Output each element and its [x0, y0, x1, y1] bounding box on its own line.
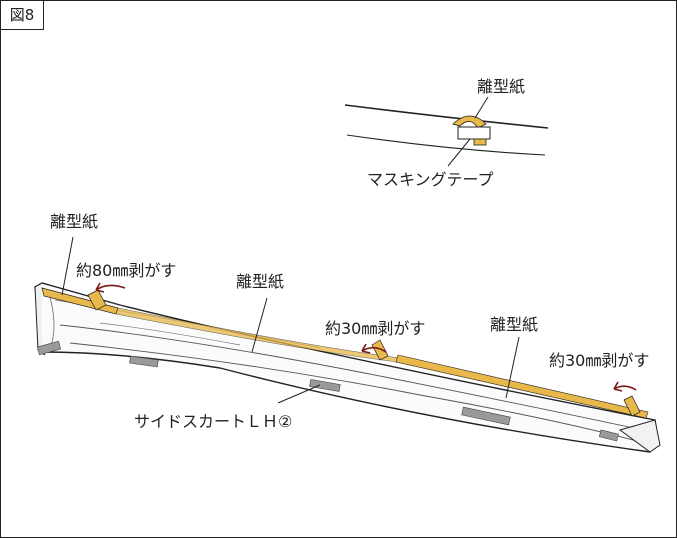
masking-tape-label: マスキングテープ [367, 170, 494, 189]
peel-30mm-label-right: 約30㎜剥がす [549, 351, 650, 370]
release-paper-label-inset: 離型紙 [477, 77, 526, 96]
peel-30mm-label-middle: 約30㎜剥がす [325, 319, 426, 338]
masking-tape-detail [344, 96, 549, 167]
figure-number: 図8 [1, 1, 44, 30]
release-paper-strips [41, 287, 649, 419]
release-paper-label-middle: 離型紙 [236, 272, 285, 291]
release-paper-label-left: 離型紙 [50, 212, 99, 231]
mounting-brackets [36, 340, 619, 442]
release-paper-label-right: 離型紙 [490, 315, 539, 334]
leader-lines [61, 236, 520, 404]
part-name-label: サイドスカートＬＨ② [134, 412, 293, 431]
peel-80mm-label: 約80㎜剥がす [76, 261, 177, 280]
peel-arrows [95, 282, 637, 392]
